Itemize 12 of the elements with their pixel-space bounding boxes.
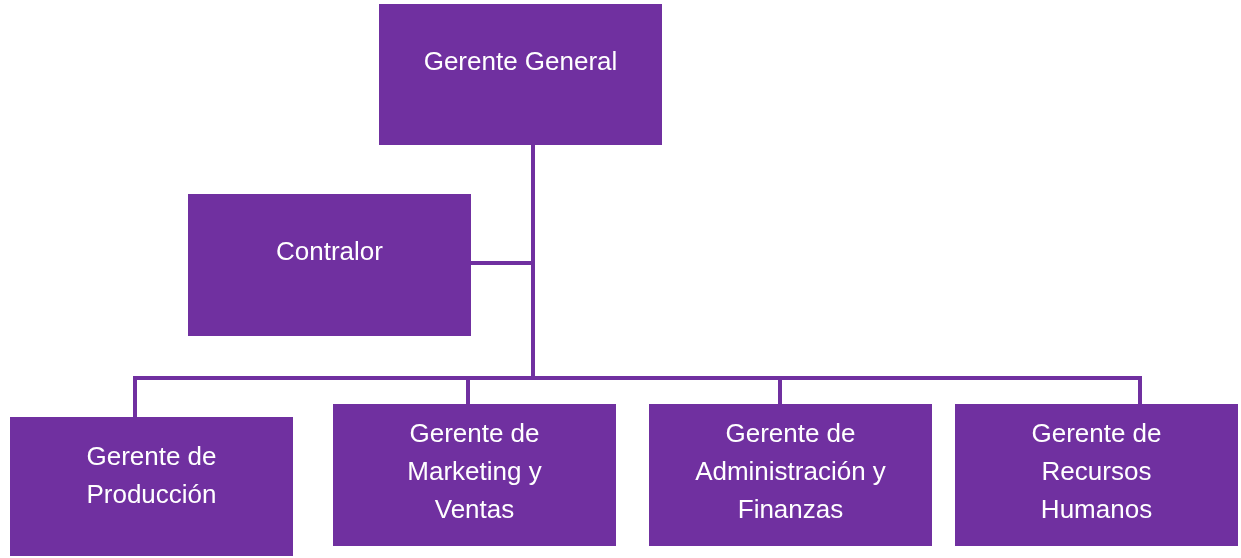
org-box <box>955 404 1238 546</box>
box-label: Gerente de Producción <box>85 440 218 511</box>
box-label: Contralor <box>276 235 383 268</box>
org-box <box>333 404 616 546</box>
box-label: Gerente de Administración y Finanzas <box>694 417 887 526</box>
org-box <box>188 194 471 336</box>
org-box <box>379 4 662 145</box>
box-label: Gerente de Recursos Humanos <box>1030 417 1163 526</box>
box-label: Gerente General <box>423 45 618 78</box>
box-label: Gerente de Marketing y Ventas <box>406 417 543 526</box>
org-box <box>649 404 932 546</box>
org-box <box>10 417 293 556</box>
